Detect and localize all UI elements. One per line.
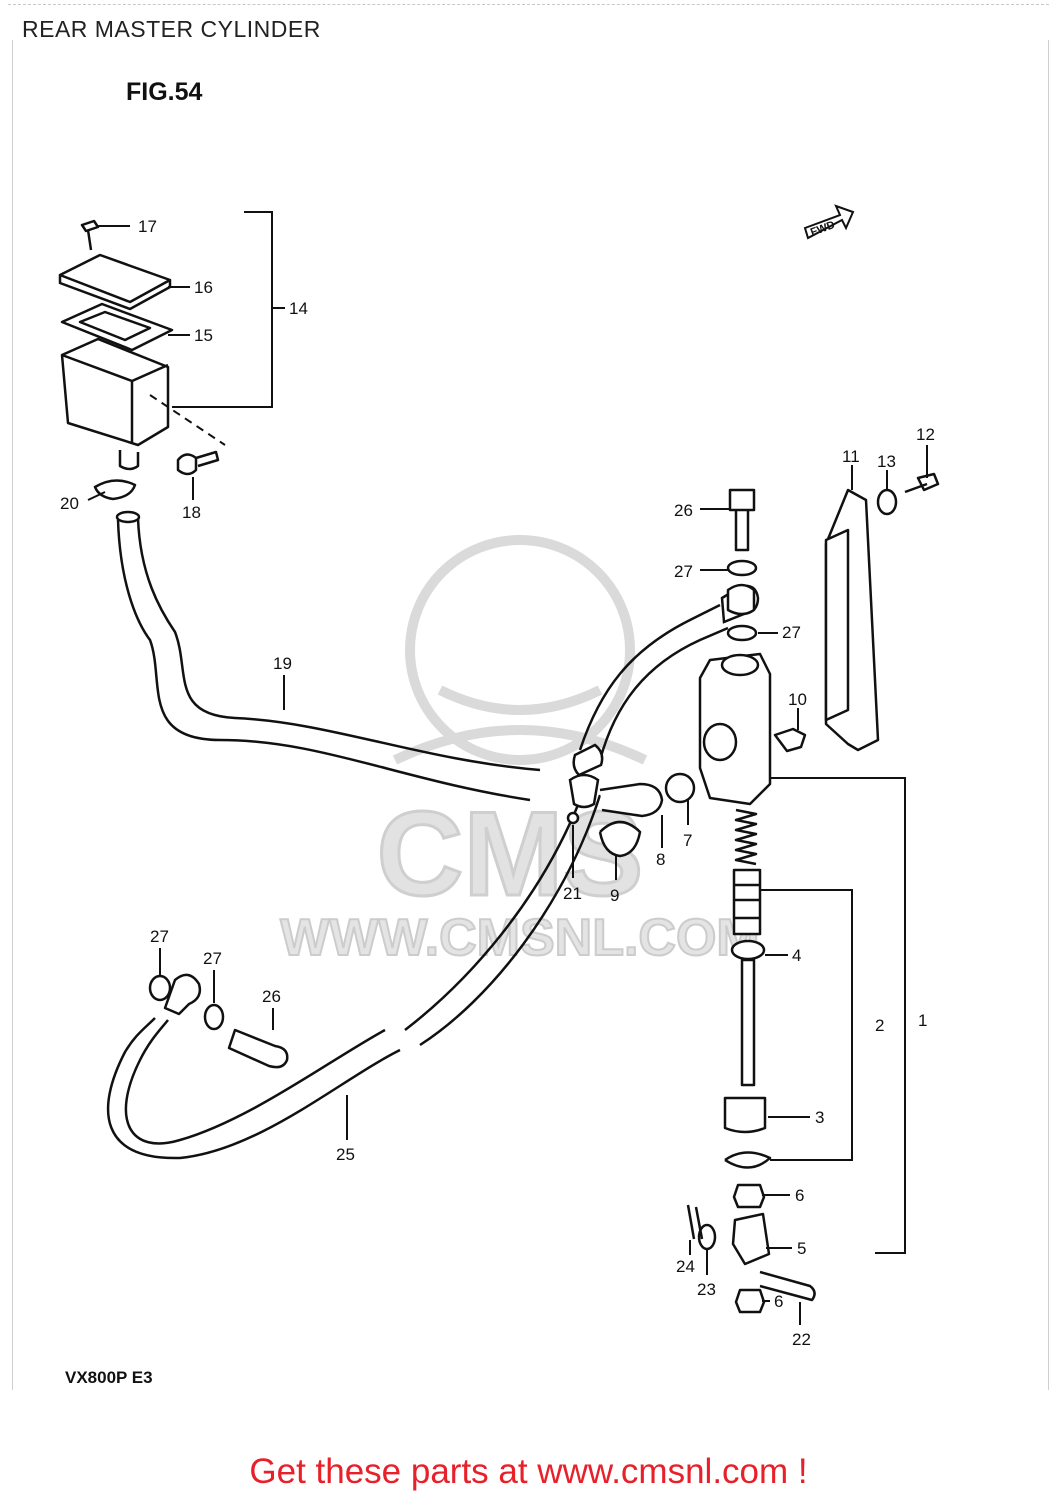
fwd-label: FWD <box>809 219 837 239</box>
bracket-14 <box>172 211 273 408</box>
page-title: REAR MASTER CYLINDER <box>22 16 321 42</box>
watermark-url: WWW.CMSNL.COM <box>280 909 759 967</box>
cotter-pin-24 <box>686 1204 704 1240</box>
leader-lines <box>87 225 928 1325</box>
bracket-2 <box>760 889 853 1161</box>
top-border <box>8 4 1049 5</box>
label-4: 4 <box>792 946 801 965</box>
label-27-top: 27 <box>674 562 693 581</box>
bolt-26-bottom <box>227 1028 289 1069</box>
ring-7 <box>664 772 696 804</box>
fwd-arrow-icon: FWD <box>803 204 855 240</box>
label-21: 21 <box>563 884 582 903</box>
label-27-mid: 27 <box>782 623 801 642</box>
banjo-eye <box>163 973 202 1016</box>
label-1: 1 <box>918 1011 927 1030</box>
reservoir-body <box>60 337 170 447</box>
union-fitting <box>566 743 696 858</box>
clamp-20 <box>93 479 137 501</box>
watermark-logo-text: CMS <box>377 787 644 921</box>
cap-16 <box>58 253 172 311</box>
footer-cta-link[interactable]: Get these parts at www.cmsnl.com ! <box>249 1452 808 1491</box>
spring <box>734 808 758 866</box>
label-2: 2 <box>875 1016 884 1035</box>
label-26-top: 26 <box>674 501 693 520</box>
brake-hose-25 <box>106 794 602 1160</box>
push-rod <box>740 958 756 1087</box>
reservoir-assembly <box>58 219 220 501</box>
label-8: 8 <box>656 850 665 869</box>
nut-6a <box>732 1183 766 1209</box>
boot-3 <box>723 1096 767 1134</box>
label-15: 15 <box>194 326 213 345</box>
watermark-logo-head <box>405 535 635 765</box>
label-26-bottom: 26 <box>262 987 281 1006</box>
label-24: 24 <box>676 1257 695 1276</box>
washer-27-mid <box>726 624 758 642</box>
dashed-leader <box>149 394 226 446</box>
left-border <box>12 40 13 1390</box>
label-20: 20 <box>60 494 79 513</box>
circlip-2 <box>724 1151 772 1169</box>
label-6a: 6 <box>795 1186 804 1205</box>
piston-assembly <box>686 808 816 1314</box>
screw-12 <box>904 472 940 494</box>
label-25: 25 <box>336 1145 355 1164</box>
label-12: 12 <box>916 425 935 444</box>
label-13: 13 <box>877 452 896 471</box>
label-7: 7 <box>683 831 692 850</box>
reservoir-outlet <box>118 450 140 471</box>
washer-27-right <box>203 1003 225 1031</box>
label-6b: 6 <box>774 1292 783 1311</box>
right-border <box>1048 40 1049 1390</box>
screw-17 <box>80 219 100 251</box>
piston <box>732 868 762 936</box>
bolt-18 <box>176 450 220 476</box>
watermark <box>392 535 648 765</box>
circlip-9 <box>598 820 642 858</box>
washer-27-top <box>726 559 758 577</box>
label-14: 14 <box>289 299 308 318</box>
washer-4 <box>730 939 766 961</box>
washer-13 <box>876 488 898 516</box>
bracket-1 <box>770 777 906 1254</box>
watermark-logo-face <box>437 685 603 715</box>
label-3: 3 <box>815 1108 824 1127</box>
label-18: 18 <box>182 503 201 522</box>
label-22: 22 <box>792 1330 811 1349</box>
reservoir-hose-19 <box>115 510 541 802</box>
bolt-26-top <box>728 488 756 552</box>
label-19: 19 <box>273 654 292 673</box>
label-17: 17 <box>138 217 157 236</box>
parts-diagram: CMS WWW.CMSNL.COM FIG.54 FWD <box>58 78 940 1387</box>
watermark-logo-shape <box>392 725 648 765</box>
nut-6b <box>734 1288 766 1314</box>
label-11: 11 <box>842 447 860 466</box>
washer-27-left <box>148 974 172 1002</box>
lower-banjo <box>148 973 289 1069</box>
diaphragm-15 <box>60 302 174 352</box>
label-23: 23 <box>697 1280 716 1299</box>
group-brackets <box>172 211 906 1254</box>
label-10: 10 <box>788 690 807 709</box>
bracket-11 <box>773 472 940 753</box>
master-cylinder-body <box>698 488 772 806</box>
label-5: 5 <box>797 1239 806 1258</box>
label-16: 16 <box>194 278 213 297</box>
label-27-right: 27 <box>203 949 222 968</box>
label-9: 9 <box>610 886 619 905</box>
model-code: VX800P E3 <box>65 1368 153 1387</box>
washer-21 <box>566 811 580 825</box>
washer-23 <box>697 1223 717 1251</box>
pin-22 <box>759 1270 816 1302</box>
part-number-labels: 17 16 15 14 18 20 19 26 27 27 11 12 13 1… <box>60 217 935 1349</box>
figure-label: FIG.54 <box>126 78 203 106</box>
clevis-5 <box>731 1212 771 1266</box>
bolt-10 <box>773 727 807 753</box>
label-27-left: 27 <box>150 927 169 946</box>
